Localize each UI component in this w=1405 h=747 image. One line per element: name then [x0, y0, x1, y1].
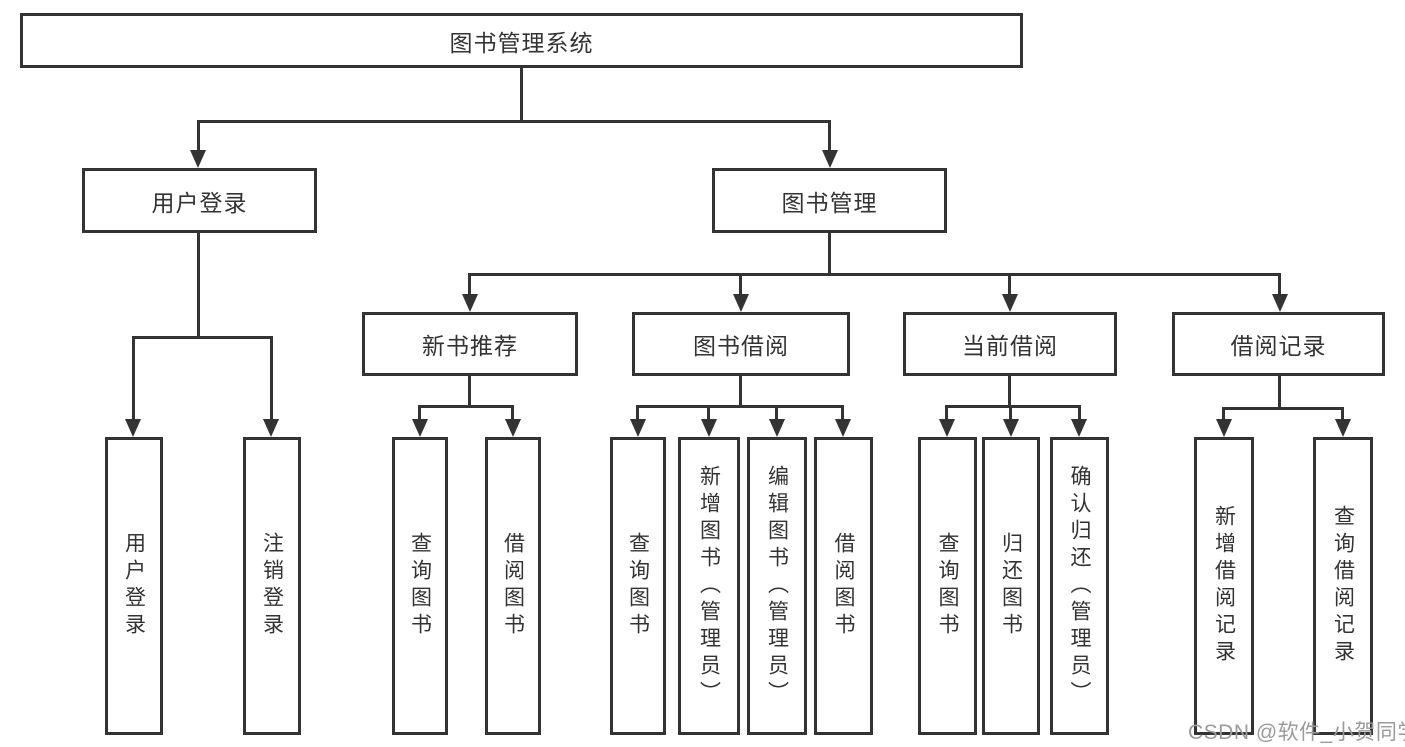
- connector-line: [828, 233, 831, 273]
- connector-line: [1341, 407, 1344, 421]
- leaf-edit-books-admin: 编辑图书（管理员）: [747, 437, 807, 735]
- leaf-return-books: 归还图书: [982, 437, 1040, 735]
- arrowhead-icon: [701, 419, 717, 437]
- arrowhead-icon: [939, 419, 955, 437]
- connector-line: [1278, 273, 1281, 298]
- leaf-borrow-books-2: 借阅图书: [814, 437, 873, 735]
- connector-line: [636, 405, 639, 421]
- arrowhead-icon: [1071, 419, 1087, 437]
- connector-line: [1222, 407, 1225, 421]
- connector-line: [197, 233, 200, 336]
- node-current-borrowing: 当前借阅: [903, 312, 1117, 376]
- leaf-query-books-3: 查询图书: [918, 437, 977, 735]
- connector-line: [945, 405, 1080, 408]
- leaf-logout: 注销登录: [243, 437, 301, 735]
- connector-line: [1009, 405, 1012, 421]
- node-library-system: 图书管理系统: [20, 13, 1023, 68]
- connector-line: [468, 376, 471, 405]
- arrowhead-icon: [1272, 294, 1288, 312]
- connector-line: [739, 376, 742, 405]
- node-user-login: 用户登录: [82, 168, 317, 233]
- connector-line: [132, 336, 273, 339]
- connector-line: [511, 405, 514, 421]
- connector-line: [1008, 273, 1011, 298]
- watermark: CSDN @软件_小贺同学: [1188, 721, 1405, 744]
- arrowhead-icon: [835, 419, 851, 437]
- node-book-management: 图书管理: [712, 168, 947, 233]
- connector-line: [197, 120, 831, 123]
- arrowhead-icon: [190, 150, 206, 168]
- connector-line: [636, 405, 844, 408]
- connector-line: [468, 273, 1281, 276]
- arrowhead-icon: [769, 419, 785, 437]
- connector-line: [197, 120, 200, 153]
- arrowhead-icon: [1216, 419, 1232, 437]
- arrowhead-icon: [1003, 419, 1019, 437]
- node-book-borrowing: 图书借阅: [632, 312, 850, 376]
- arrowhead-icon: [630, 419, 646, 437]
- leaf-borrow-books: 借阅图书: [485, 437, 541, 735]
- leaf-query-books: 查询图书: [392, 437, 448, 735]
- leaf-add-books-admin: 新增图书（管理员）: [678, 437, 740, 735]
- arrowhead-icon: [412, 419, 428, 437]
- arrowhead-icon: [125, 419, 141, 437]
- arrowhead-icon: [1335, 419, 1351, 437]
- connector-line: [418, 405, 421, 421]
- connector-line: [418, 405, 514, 408]
- connector-line: [707, 405, 710, 421]
- connector-line: [468, 273, 471, 298]
- connector-line: [1008, 376, 1011, 405]
- connector-line: [739, 273, 742, 298]
- arrowhead-icon: [822, 150, 838, 168]
- leaf-query-borrow-record: 查询借阅记录: [1313, 437, 1373, 735]
- arrowhead-icon: [1002, 294, 1018, 312]
- arrowhead-icon: [505, 419, 521, 437]
- connector-line: [1278, 376, 1281, 407]
- node-borrow-records: 借阅记录: [1172, 312, 1385, 376]
- leaf-query-books-2: 查询图书: [610, 437, 666, 735]
- arrowhead-icon: [263, 419, 279, 437]
- arrowhead-icon: [733, 294, 749, 312]
- connector-line: [828, 120, 831, 153]
- leaf-user-login: 用户登录: [105, 437, 163, 735]
- connector-line: [1078, 405, 1081, 421]
- node-new-book-recommend: 新书推荐: [362, 312, 578, 376]
- connector-line: [1222, 407, 1344, 410]
- leaf-add-borrow-record: 新增借阅记录: [1194, 437, 1254, 735]
- connector-line: [270, 336, 273, 421]
- connector-line: [132, 336, 135, 421]
- leaf-confirm-return-admin: 确认归还（管理员）: [1050, 437, 1109, 735]
- connector-line: [945, 405, 948, 421]
- connector-line: [775, 405, 778, 421]
- connector-line: [520, 68, 523, 120]
- arrowhead-icon: [462, 294, 478, 312]
- connector-line: [841, 405, 844, 421]
